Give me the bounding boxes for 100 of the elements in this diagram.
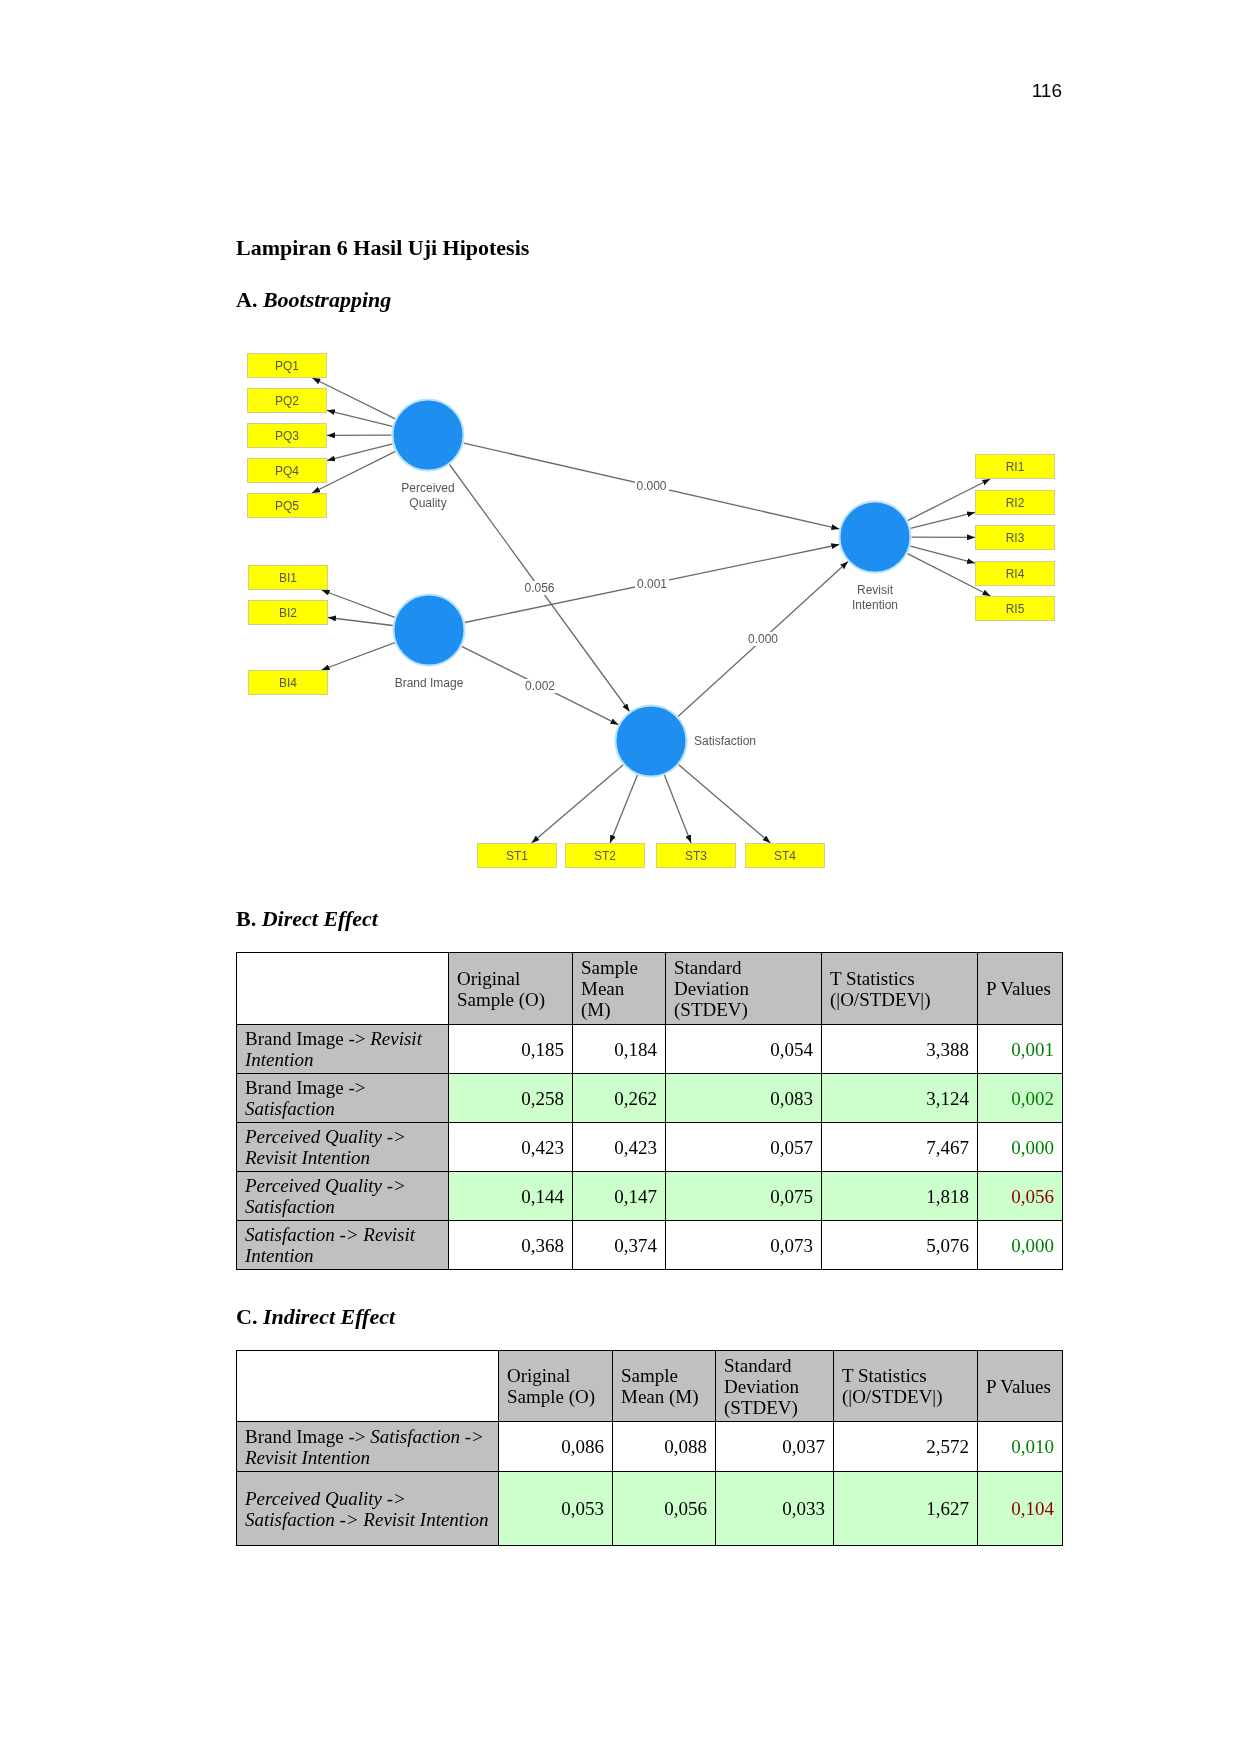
row-header: Brand Image -> Revisit Intention xyxy=(236,1024,449,1074)
edge-label: 0.000 xyxy=(634,479,669,493)
indicator-box: BI4 xyxy=(248,670,328,695)
arrow xyxy=(609,774,639,844)
arrow xyxy=(906,478,991,522)
section-heading: C. Indirect Effect xyxy=(236,1304,396,1330)
value-cell: 7,467 xyxy=(821,1122,978,1172)
value-cell: 3,124 xyxy=(821,1073,978,1123)
column-header: P Values xyxy=(977,1350,1063,1422)
value-cell: 0,423 xyxy=(572,1122,666,1172)
indicator-box: ST2 xyxy=(565,843,645,868)
arrow xyxy=(326,443,394,462)
indicator-box: BI2 xyxy=(248,600,328,625)
edge-label: 0.000 xyxy=(746,632,780,646)
value-cell: 1,818 xyxy=(821,1171,978,1221)
value-cell: 0,368 xyxy=(448,1220,573,1270)
indicator-box: PQ3 xyxy=(247,423,327,448)
indicator-box: RI4 xyxy=(975,561,1055,586)
value-cell: 0,185 xyxy=(448,1024,573,1074)
indicator-box: ST4 xyxy=(745,843,825,868)
value-cell: 0,262 xyxy=(572,1073,666,1123)
p-value-cell: 0,000 xyxy=(977,1122,1063,1172)
value-cell: 0,086 xyxy=(498,1421,613,1472)
indicator-box: RI1 xyxy=(975,454,1055,479)
value-cell: 2,572 xyxy=(833,1421,978,1472)
indicator-box: PQ2 xyxy=(247,388,327,413)
column-header: T Statistics (|O/STDEV|) xyxy=(821,952,978,1025)
construct-label: Perceived Quality xyxy=(400,481,456,511)
column-header: Sample Mean (M) xyxy=(612,1350,716,1422)
value-cell: 0,144 xyxy=(448,1171,573,1221)
row-header: Perceived Quality -> Satisfaction -> Revisit Intention xyxy=(236,1471,499,1546)
arrow xyxy=(320,642,396,671)
page-number: 116 xyxy=(1031,80,1062,102)
row-header: Brand Image -> Satisfaction -> Revisit Intention xyxy=(236,1421,499,1472)
arrow xyxy=(678,764,772,844)
construct-label: Brand Image xyxy=(393,676,465,691)
arrow xyxy=(663,774,692,844)
column-header: Standard Deviation (STDEV) xyxy=(715,1350,834,1422)
value-cell: 0,147 xyxy=(572,1171,666,1221)
p-value-cell: 0,104 xyxy=(977,1471,1063,1546)
value-cell: 0,088 xyxy=(612,1421,716,1472)
edge-label: 0.002 xyxy=(523,678,557,693)
arrow xyxy=(311,450,397,494)
column-header: T Statistics (|O/STDEV|) xyxy=(833,1350,978,1422)
column-header: Original Sample (O) xyxy=(448,952,573,1025)
column-header: Original Sample (O) xyxy=(498,1350,613,1422)
indicator-box: BI1 xyxy=(248,565,328,590)
column-header: Sample Mean (M) xyxy=(572,952,666,1025)
value-cell: 0,033 xyxy=(715,1471,834,1546)
indicator-box: RI2 xyxy=(975,490,1055,515)
p-value-cell: 0,001 xyxy=(977,1024,1063,1074)
arrow xyxy=(530,764,624,844)
section-heading: B. Direct Effect xyxy=(236,906,378,932)
value-cell: 0,075 xyxy=(665,1171,822,1221)
arrow xyxy=(462,442,841,531)
column-header: P Values xyxy=(977,952,1063,1025)
arrow xyxy=(326,432,393,439)
construct-label: Satisfaction xyxy=(694,733,758,749)
construct-label: Revisit Intention xyxy=(850,583,899,613)
indicator-box: RI3 xyxy=(975,525,1055,550)
value-cell: 1,627 xyxy=(833,1471,978,1546)
value-cell: 0,083 xyxy=(665,1073,822,1123)
row-header: Perceived Quality -> Satisfaction xyxy=(236,1171,449,1221)
arrow xyxy=(677,560,849,718)
row-header: Brand Image -> Satisfaction xyxy=(236,1073,449,1123)
value-cell: 0,374 xyxy=(572,1220,666,1270)
section-heading: A. Bootstrapping xyxy=(236,287,392,313)
edge-label: 0.056 xyxy=(522,581,557,595)
arrow xyxy=(326,409,394,427)
value-cell: 0,037 xyxy=(715,1421,834,1472)
p-value-cell: 0,000 xyxy=(977,1220,1063,1270)
value-cell: 0,423 xyxy=(448,1122,573,1172)
value-cell: 0,053 xyxy=(498,1471,613,1546)
value-cell: 0,184 xyxy=(572,1024,666,1074)
indicator-box: RI5 xyxy=(975,596,1055,621)
arrow xyxy=(910,534,976,541)
edge-label: 0.001 xyxy=(635,576,669,591)
value-cell: 3,388 xyxy=(821,1024,978,1074)
value-cell: 0,073 xyxy=(665,1220,822,1270)
value-cell: 0,057 xyxy=(665,1122,822,1172)
arrow xyxy=(909,545,976,564)
indicator-box: PQ1 xyxy=(247,353,327,378)
value-cell: 5,076 xyxy=(821,1220,978,1270)
arrow xyxy=(327,615,394,627)
row-header: Perceived Quality -> Revisit Intention xyxy=(236,1122,449,1172)
indicator-box: PQ4 xyxy=(247,458,327,483)
page-title: Lampiran 6 Hasil Uji Hipotesis xyxy=(236,235,530,261)
arrow xyxy=(311,377,396,420)
value-cell: 0,054 xyxy=(665,1024,822,1074)
p-value-cell: 0,056 xyxy=(977,1171,1063,1221)
p-value-cell: 0,002 xyxy=(977,1073,1063,1123)
column-header: Standard Deviation (STDEV) xyxy=(665,952,822,1025)
row-header: Satisfaction -> Revisit Intention xyxy=(236,1220,449,1270)
arrow xyxy=(448,463,631,713)
arrow xyxy=(464,543,840,624)
value-cell: 0,258 xyxy=(448,1073,573,1123)
indicator-box: ST1 xyxy=(477,843,557,868)
indicator-box: ST3 xyxy=(656,843,736,868)
arrow xyxy=(909,511,976,529)
arrow xyxy=(320,589,396,618)
